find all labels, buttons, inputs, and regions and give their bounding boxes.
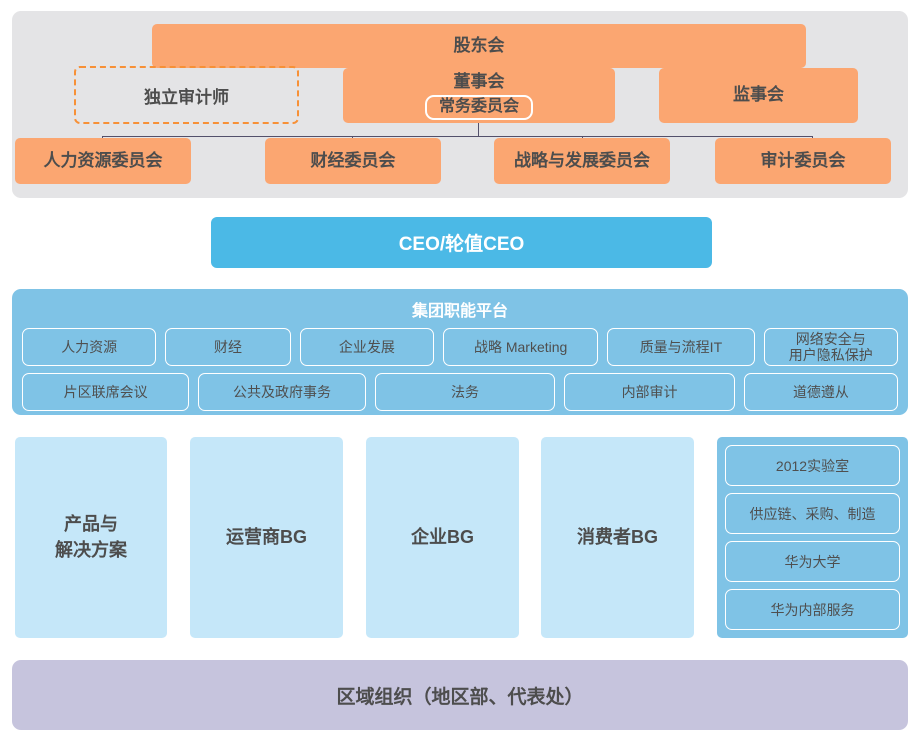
platform-item-legal[interactable]: 法务	[374, 373, 556, 411]
committee-audit[interactable]: 审计委员会	[715, 138, 891, 184]
connector-committee-bus	[102, 136, 812, 137]
platform-item-hr[interactable]: 人力资源	[22, 328, 157, 366]
platform-item-finance[interactable]: 财经	[165, 328, 291, 366]
business-group-products-solutions[interactable]: 产品与 解决方案	[15, 437, 167, 638]
platform-row-2: 片区联席会议 公共及政府事务 法务 内部审计 道德遵从	[22, 373, 898, 411]
shareholders-meeting-box[interactable]: 股东会	[152, 24, 806, 68]
platform-item-corporate-development[interactable]: 企业发展	[299, 328, 435, 366]
platform-item-cyber-security-privacy[interactable]: 网络安全与 用户隐私保护	[763, 328, 898, 366]
platform-item-public-government-affairs[interactable]: 公共及政府事务	[198, 373, 366, 411]
business-group-carrier[interactable]: 运营商BG	[190, 437, 343, 638]
ceo-box[interactable]: CEO/轮值CEO	[211, 217, 712, 268]
business-group-enterprise[interactable]: 企业BG	[366, 437, 519, 638]
board-of-directors-box[interactable]: 董事会 常务委员会	[343, 68, 615, 123]
platform-item-quality-process-it[interactable]: 质量与流程IT	[607, 328, 755, 366]
committee-finance[interactable]: 财经委员会	[265, 138, 441, 184]
business-group-consumer[interactable]: 消费者BG	[541, 437, 694, 638]
support-unit-supply-chain-procurement-manufacturing[interactable]: 供应链、采购、制造	[725, 493, 900, 534]
platform-item-strategy-marketing[interactable]: 战略 Marketing	[443, 328, 599, 366]
support-units-panel: 2012实验室 供应链、采购、制造 华为大学 华为内部服务	[717, 437, 908, 638]
connector-board-down	[478, 123, 479, 137]
support-unit-huawei-university[interactable]: 华为大学	[725, 541, 900, 582]
regional-organization-bar[interactable]: 区域组织（地区部、代表处）	[12, 660, 908, 730]
platform-row-1: 人力资源 财经 企业发展 战略 Marketing 质量与流程IT 网络安全与 …	[22, 328, 898, 366]
committee-strategy-development[interactable]: 战略与发展委员会	[494, 138, 670, 184]
platform-item-internal-audit[interactable]: 内部审计	[564, 373, 735, 411]
independent-auditor-box[interactable]: 独立审计师	[74, 66, 299, 124]
support-unit-huawei-internal-service[interactable]: 华为内部服务	[725, 589, 900, 630]
group-functional-platform-panel: 集团职能平台 人力资源 财经 企业发展 战略 Marketing 质量与流程IT…	[12, 289, 908, 415]
supervisory-board-box[interactable]: 监事会	[659, 68, 858, 123]
group-functional-platform-title: 集团职能平台	[411, 303, 508, 320]
committee-hr[interactable]: 人力资源委员会	[15, 138, 191, 184]
support-unit-2012-labs[interactable]: 2012实验室	[725, 445, 900, 486]
executive-committee-box[interactable]: 常务委员会	[424, 94, 533, 120]
governance-panel: 股东会 独立审计师 董事会 常务委员会 监事会 人力资源委员会 财经委员会 战略…	[12, 11, 908, 198]
board-of-directors-label: 董事会	[453, 72, 505, 92]
platform-item-regional-joint-meeting[interactable]: 片区联席会议	[22, 373, 190, 411]
platform-item-ethics-compliance[interactable]: 道德遵从	[743, 373, 898, 411]
